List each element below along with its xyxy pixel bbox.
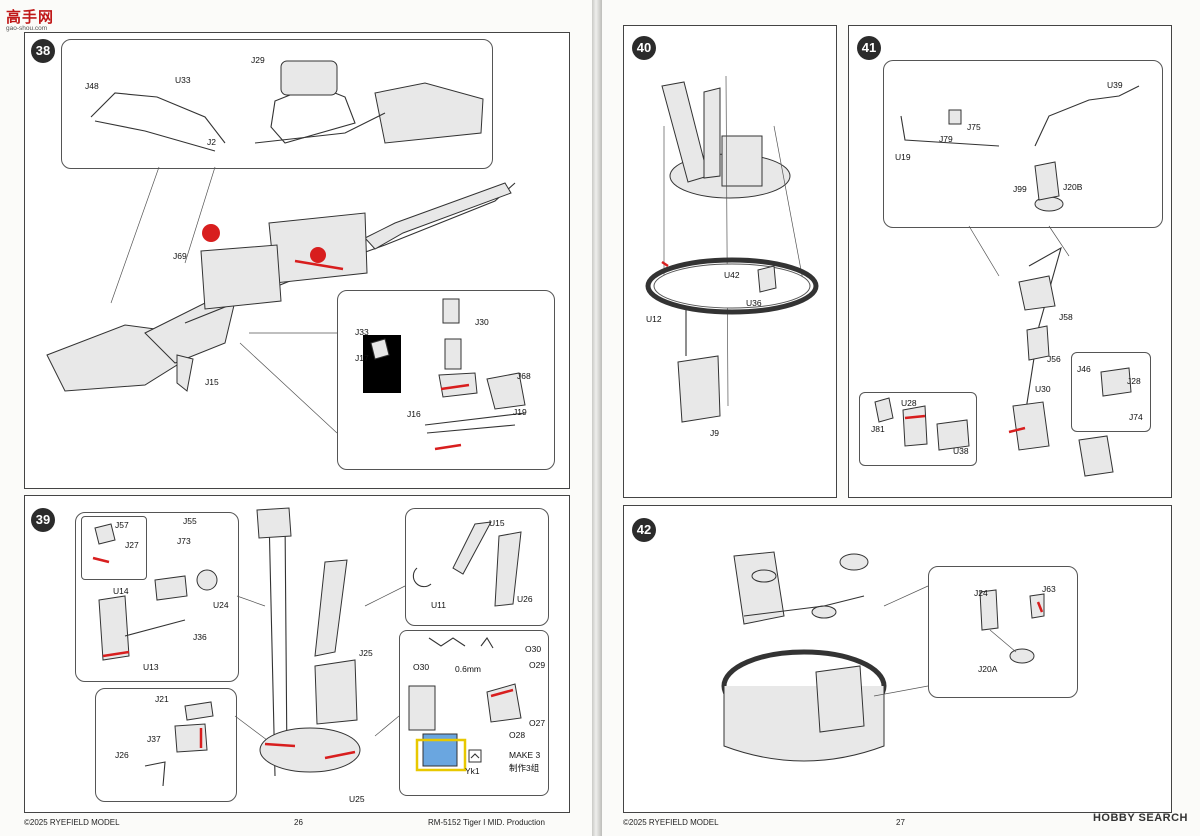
- part-label: J75: [967, 122, 981, 132]
- part-label: J73: [177, 536, 191, 546]
- part-label: J27: [125, 540, 139, 550]
- part-label: J99: [1013, 184, 1027, 194]
- step-39-detail-bottom-left: [95, 688, 237, 802]
- part-label: J20B: [1063, 182, 1083, 192]
- part-label: U25: [349, 794, 365, 804]
- part-label: U12: [646, 314, 662, 324]
- step-41-badge: 41: [857, 36, 881, 60]
- step-38-drawing: [46, 60, 526, 451]
- part-label: J57: [115, 520, 129, 530]
- part-label: J46: [1077, 364, 1091, 374]
- part-label: J19: [513, 407, 527, 417]
- part-label: 0.6mm: [455, 664, 481, 674]
- part-label: O29: [529, 660, 546, 670]
- make-text: MAKE 3: [509, 750, 541, 760]
- left-page-number: 26: [294, 818, 303, 827]
- step-42-detail: [928, 566, 1078, 698]
- part-label: U15: [489, 518, 505, 528]
- part-label: J63: [1042, 584, 1056, 594]
- step-38-badge: 38: [31, 39, 55, 63]
- part-label: J15: [205, 377, 219, 387]
- make-text-cn: 制作3组: [509, 763, 540, 773]
- part-label: J9: [710, 428, 719, 438]
- step-39-panel: 39 J57 J27 J55 J73: [24, 495, 570, 813]
- hobby-search-watermark: HOBBY SEARCH: [1092, 812, 1188, 824]
- part-label: J69: [173, 251, 187, 261]
- part-label: J81: [871, 424, 885, 434]
- part-label: J36: [193, 632, 207, 642]
- part-label: U11: [431, 600, 446, 610]
- step-40-badge: 40: [632, 36, 656, 60]
- left-footer-product: RM-5152 Tiger I MID. Production: [428, 818, 545, 827]
- step-41-panel: 41 U39 J75 J79 U19 J99 J20B J58 J56 U30 …: [848, 25, 1172, 498]
- part-label: J33: [355, 327, 369, 337]
- step-40-drawing: [645, 75, 819, 423]
- part-label: J29: [251, 55, 265, 65]
- part-label: O30: [413, 662, 430, 672]
- step-39-detail-j57: [81, 516, 147, 580]
- part-label: U30: [1035, 384, 1051, 394]
- step-39-badge: 39: [31, 508, 55, 532]
- part-label: J48: [85, 81, 99, 91]
- left-footer-copyright: ©2025 RYEFIELD MODEL: [24, 818, 120, 827]
- step-42-drawing: [721, 551, 1045, 762]
- step-40-panel: 40 U42 U36 U12 J9: [623, 25, 837, 498]
- step-41-drawing: [874, 85, 1140, 477]
- part-label: O27: [529, 718, 546, 728]
- part-label: J17: [355, 353, 369, 363]
- part-label: J79: [939, 134, 953, 144]
- part-label: J24: [974, 588, 988, 598]
- step-41-detail-top: [883, 60, 1163, 228]
- page-gutter: [592, 0, 602, 836]
- part-label: U39: [1107, 80, 1123, 90]
- part-label: J58: [1059, 312, 1073, 322]
- step-42-badge: 42: [632, 518, 656, 542]
- part-label: U19: [895, 152, 911, 162]
- part-label: Yk1: [465, 766, 480, 776]
- part-label: U33: [175, 75, 191, 85]
- part-label: J20A: [978, 664, 998, 674]
- part-label: J28: [1127, 376, 1141, 386]
- part-label: J68: [517, 371, 531, 381]
- part-label: J21: [155, 694, 169, 704]
- part-label: J26: [115, 750, 129, 760]
- right-page-number: 27: [896, 818, 905, 827]
- step-39-drawing: [92, 507, 522, 787]
- part-label: U36: [746, 298, 762, 308]
- part-label: J74: [1129, 412, 1143, 422]
- part-label: U14: [113, 586, 129, 596]
- part-label: J30: [475, 317, 489, 327]
- part-label: J55: [183, 516, 197, 526]
- part-label: O30: [525, 644, 542, 654]
- part-label: O28: [509, 730, 526, 740]
- right-footer-copyright: ©2025 RYEFIELD MODEL: [623, 818, 719, 827]
- part-label: U13: [143, 662, 159, 672]
- part-label: J2: [207, 137, 216, 147]
- part-label: J25: [359, 648, 373, 658]
- part-label: J56: [1047, 354, 1061, 364]
- part-label: U26: [517, 594, 533, 604]
- part-label: J16: [407, 409, 421, 419]
- step-38-panel: 38 J29 J48 U33 J2 J69 J15 J33 J3: [24, 32, 570, 489]
- part-label: J37: [147, 734, 161, 744]
- part-label: U24: [213, 600, 229, 610]
- step-42-panel: 42 J24 J63 J20A: [623, 505, 1172, 813]
- part-label: U42: [724, 270, 740, 280]
- part-label: U28: [901, 398, 917, 408]
- part-label: U38: [953, 446, 969, 456]
